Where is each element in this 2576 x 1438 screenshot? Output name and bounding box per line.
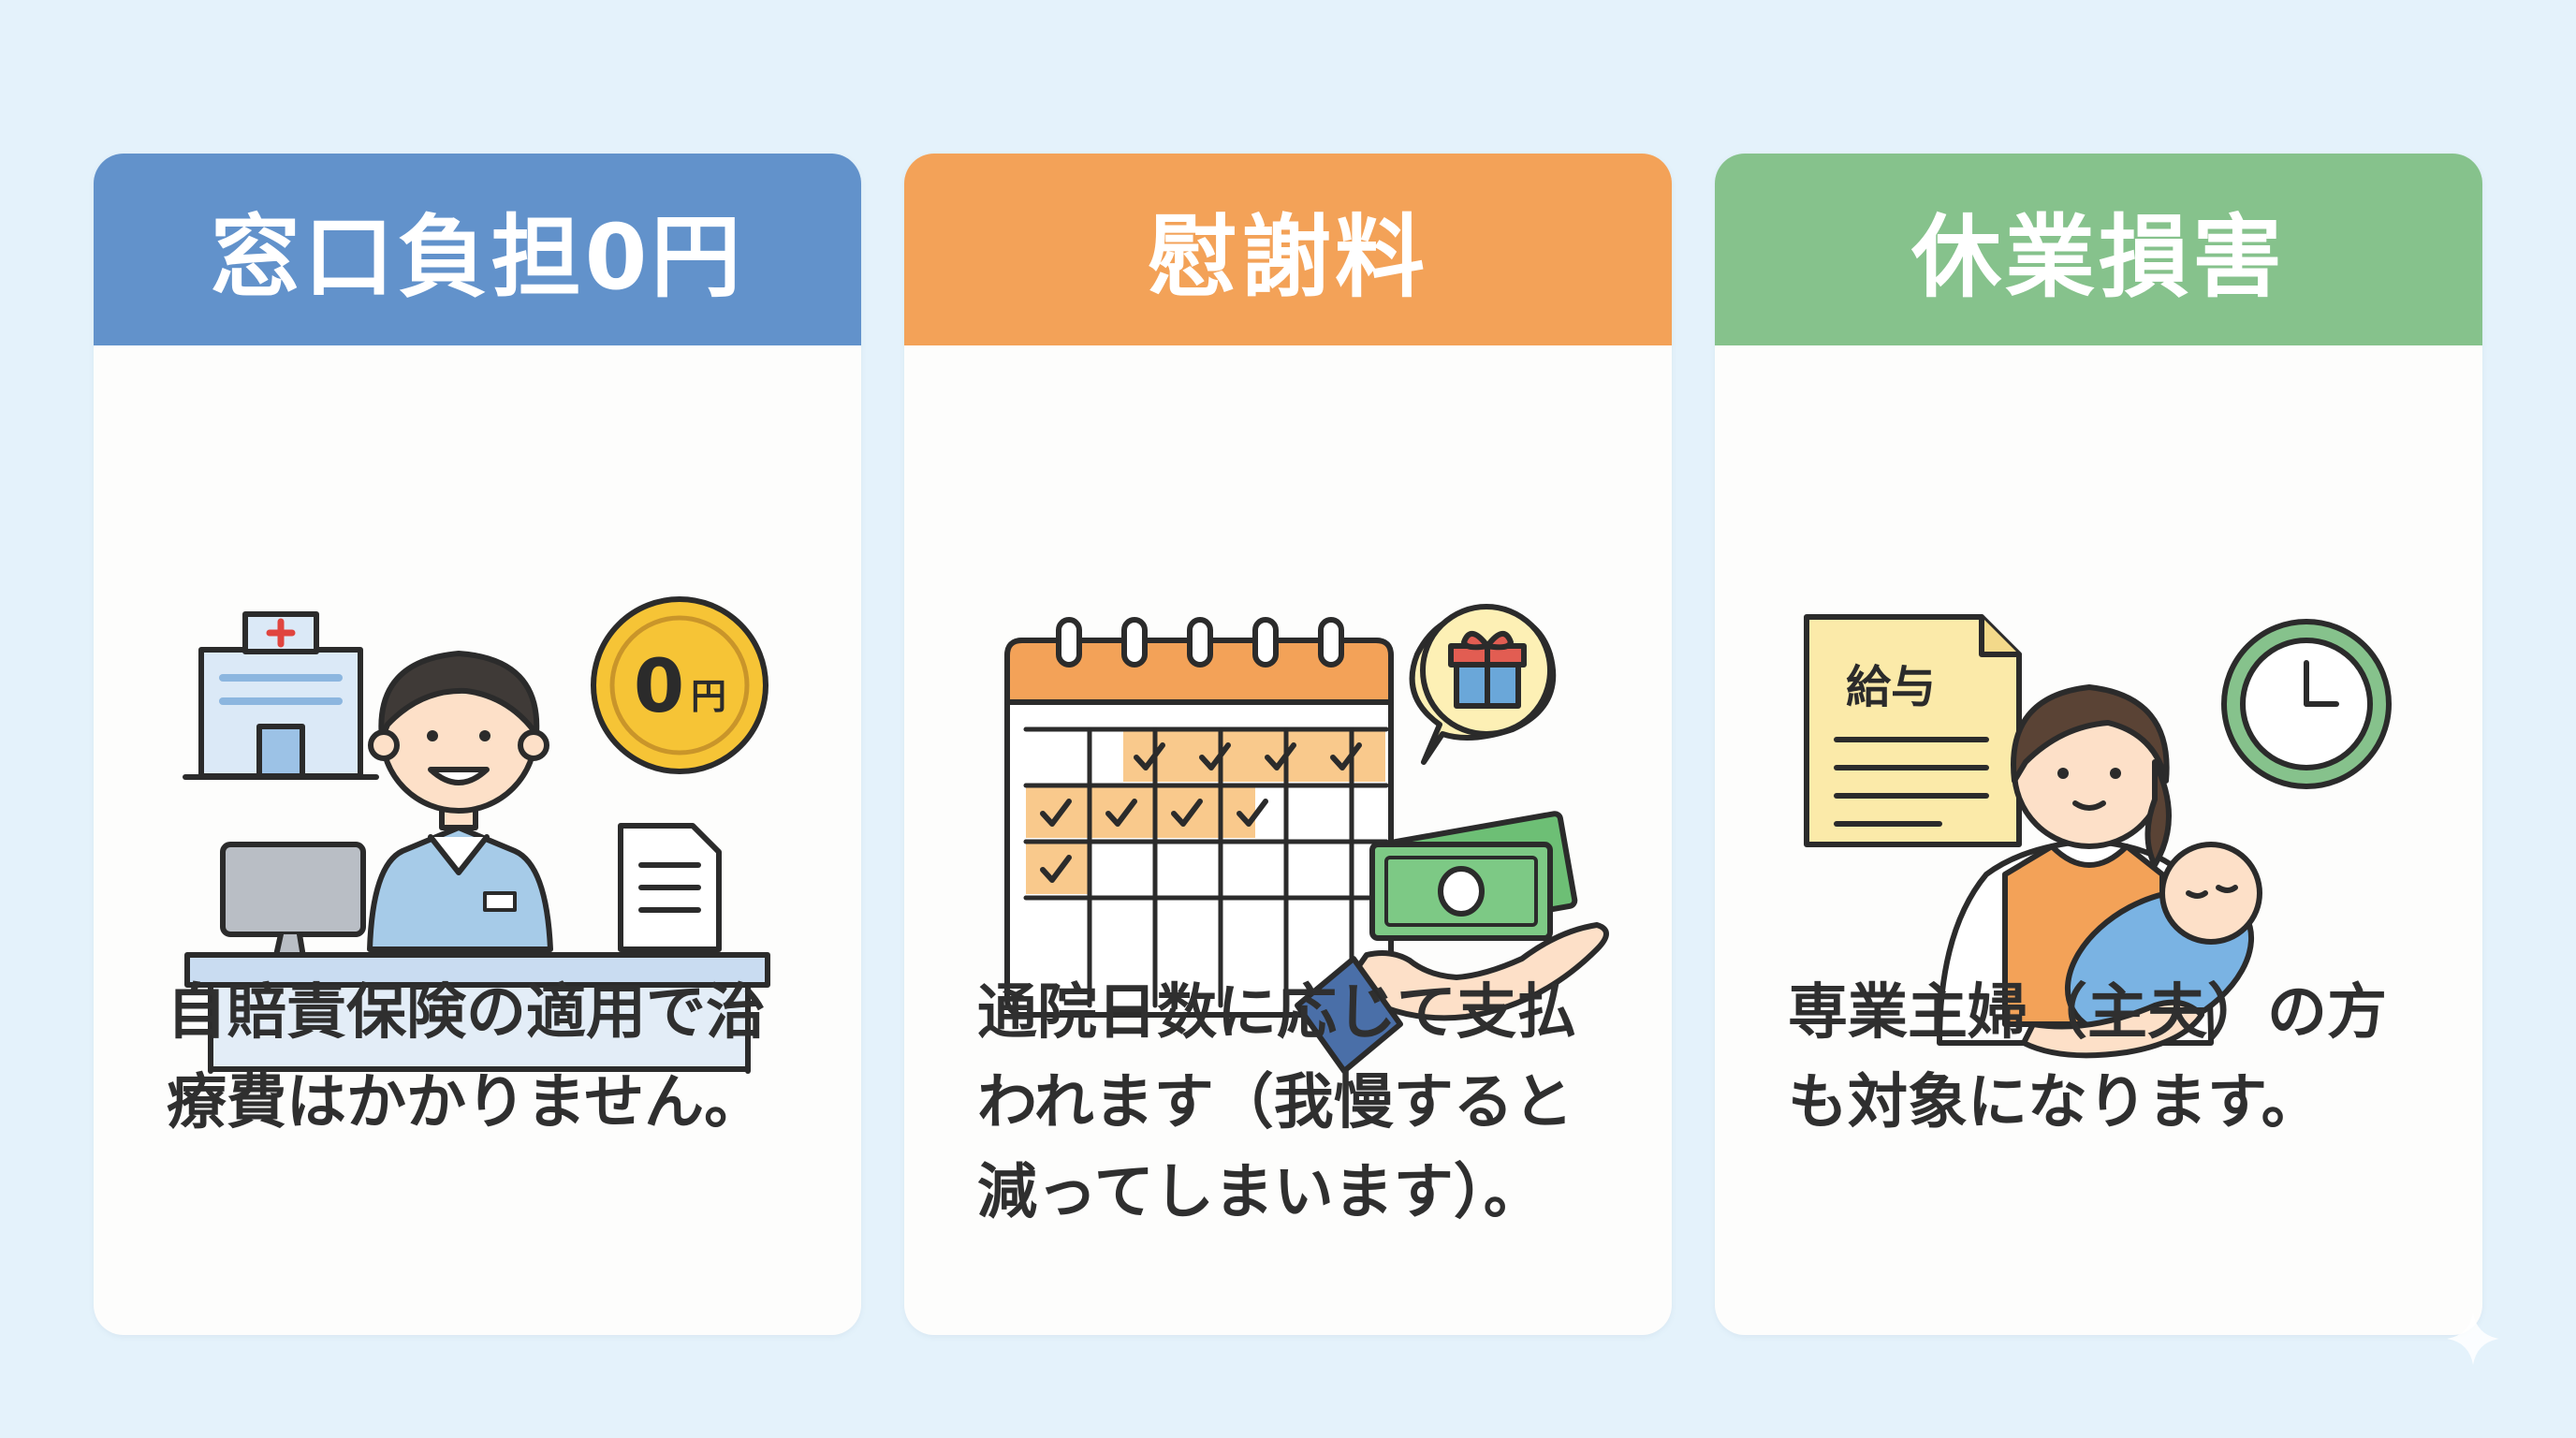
card-copayment: 窓口負担0円 0 円 xyxy=(94,154,861,1335)
card-header: 窓口負担0円 xyxy=(94,154,861,345)
homemaker-baby-icon: 給与 xyxy=(1804,614,2392,1059)
card-consolation: 慰謝料 xyxy=(904,154,1672,1335)
card-header: 休業損害 xyxy=(1715,154,2482,345)
card-title: 慰謝料 xyxy=(1148,205,1428,310)
hospital-reception-icon: 0 円 xyxy=(183,596,770,1074)
salary-document-label: 給与 xyxy=(1846,661,1936,713)
calendar-money-icon xyxy=(1004,604,1609,1074)
coin-unit: 円 xyxy=(691,676,726,717)
card-title: 窓口負担0円 xyxy=(210,205,745,310)
card-title: 休業損害 xyxy=(1911,205,2286,310)
card-header: 慰謝料 xyxy=(904,154,1672,345)
card-description: 自賠責保険の適用で治 療費はかかりません。 xyxy=(167,978,766,1137)
card-lost-income: 休業損害 給与 xyxy=(1715,154,2482,1335)
coin-amount: 0 xyxy=(634,645,684,729)
card-description: 専業主婦（主夫）の方 も対象になります。 xyxy=(1788,978,2387,1137)
card-description: 通院日数に応じて支払 われます（我慢すると 減ってしまいます）。 xyxy=(977,978,1576,1227)
sparkle-icon xyxy=(2447,1313,2499,1365)
